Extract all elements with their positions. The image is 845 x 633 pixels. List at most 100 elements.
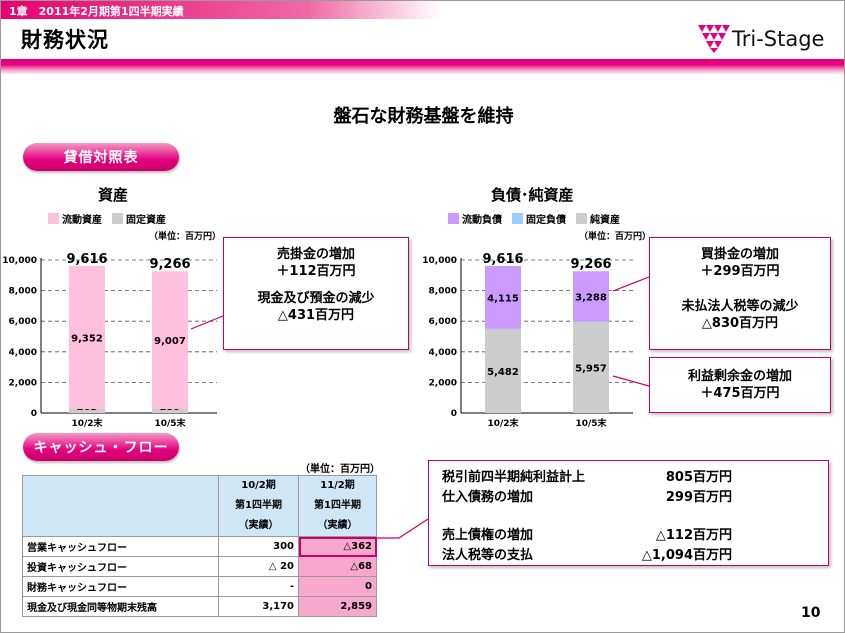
liabilities-callout-top: 買掛金の増加 ＋299百万円 未払法人税等の減少 △830百万円: [649, 237, 831, 350]
callout-line: 売掛金の増加: [276, 247, 355, 262]
header-line: 第1四半期: [235, 500, 282, 511]
legend-item-current-assets: 流動資産: [48, 211, 102, 226]
row-value-prev: -: [218, 576, 299, 597]
row-value-current: 2,859: [298, 596, 377, 617]
page-title: 財務状況: [21, 28, 109, 52]
liabilities-chart-title: 負債･純資産: [491, 186, 574, 204]
headline: 盤石な財務基盤を維持: [333, 106, 514, 127]
legend-label: 固定資産: [126, 215, 166, 226]
table-row: 現金及び現金同等物期末残高 3,170 2,859: [22, 596, 377, 617]
table-header-prev: 10/2期 第1四半期 （実績）: [218, 475, 299, 537]
header-line: （実績）: [317, 520, 358, 531]
bar-segment: [573, 271, 609, 322]
row-value-current: 0: [298, 576, 377, 597]
row-value-current: △68: [298, 556, 377, 577]
callout-line: 買掛金の増加: [700, 247, 779, 262]
balance-sheet-label: 貸借対照表: [23, 143, 179, 171]
callout-line: 現金及び預金の減少: [257, 291, 375, 306]
cash-flow-unit-label: （単位：百万円）: [300, 464, 380, 475]
note-value: △1,094百万円: [641, 548, 732, 563]
assets-unit-label: （単位：百万円）: [149, 232, 222, 242]
total-label: 9,616: [482, 252, 523, 267]
bar-segment: [485, 265, 521, 329]
y-tick-label: 6,000: [9, 317, 37, 327]
callout-line: ＋112百万円: [276, 264, 356, 279]
y-tick-label: 10,000: [2, 256, 37, 266]
y-tick-label: 8,000: [429, 287, 457, 297]
data-label: 4,115: [487, 293, 519, 304]
header-line: 第1四半期: [314, 500, 361, 511]
y-tick-label: 6,000: [429, 317, 457, 327]
note-value: 805百万円: [665, 470, 732, 485]
header-line: 10/2期: [241, 480, 276, 491]
y-tick-label: 0: [31, 409, 37, 419]
callout-line: 利益剰余金の増加: [687, 369, 792, 384]
assets-callout: 売掛金の増加 ＋112百万円 現金及び預金の減少 △431百万円: [223, 237, 409, 350]
note-row: 法人税等の支払 △1,094百万円: [442, 544, 817, 563]
data-label: 9,352: [71, 333, 103, 344]
callout-line: ＋475百万円: [700, 386, 780, 401]
x-tick-label: 10/5末: [575, 417, 607, 429]
note-value: 299百万円: [665, 490, 732, 505]
liabilities-legend: 流動負債 固定負債 純資産: [448, 211, 630, 226]
total-label: 9,266: [570, 257, 611, 272]
page-number: 10: [801, 605, 821, 621]
row-value-prev: 3,170: [218, 596, 299, 617]
row-value-prev: 300: [218, 536, 299, 557]
bar-segment: [69, 265, 105, 409]
x-tick-label: 10/5末: [154, 417, 186, 429]
tri-stage-logo: Tri-Stage: [698, 23, 838, 55]
header-divider: [1, 59, 844, 75]
callout-line: △830百万円: [701, 316, 779, 331]
table-row: 財務キャッシュフロー - 0: [22, 576, 377, 597]
liabilities-unit-label: （単位：百万円）: [579, 232, 652, 242]
legend-swatch: [448, 213, 459, 224]
cash-flow-label: キャッシュ・フロー: [23, 433, 179, 461]
note-row: 売上債権の増加 △112百万円: [442, 524, 817, 543]
bar-segment: [69, 408, 105, 413]
table-header-current: 11/2期 第1四半期 （実績）: [298, 475, 377, 537]
x-tick-label: 10/2末: [71, 417, 103, 429]
row-value-prev: △ 20: [218, 556, 299, 577]
legend-item-fixed-liabilities: 固定負債: [512, 211, 566, 226]
data-label: 5,957: [575, 363, 607, 374]
row-value-current: △362: [298, 536, 377, 557]
triangle-logo-icon: [698, 25, 730, 53]
row-label: 投資キャッシュフロー: [22, 556, 219, 577]
liabilities-bar-chart: 02,0004,0006,0008,00010,0005,482184,1159…: [422, 252, 633, 429]
y-tick-label: 2,000: [429, 378, 457, 388]
legend-label: 流動資産: [62, 215, 102, 226]
row-label: 営業キャッシュフロー: [22, 536, 219, 557]
table-header-row: 10/2期 第1四半期 （実績） 11/2期 第1四半期 （実績）: [22, 475, 377, 537]
legend-item-fixed-assets: 固定資産: [112, 211, 166, 226]
bar-segment: [485, 329, 521, 413]
legend-item-current-liabilities: 流動負債: [448, 211, 502, 226]
y-tick-label: 2,000: [9, 378, 37, 388]
note-row: 仕入債務の増加 299百万円: [442, 486, 817, 505]
note-value: △112百万円: [655, 528, 732, 543]
assets-chart-title: 資産: [98, 186, 129, 204]
bar-segment: [152, 409, 188, 413]
table-header-blank: [22, 475, 219, 537]
liabilities-callout-bottom: 利益剰余金の増加 ＋475百万円: [649, 357, 831, 413]
cash-flow-connector: [377, 518, 429, 539]
table-row: 営業キャッシュフロー 300 △362: [22, 536, 377, 557]
note-label: 法人税等の支払: [442, 548, 534, 563]
assets-legend: 流動資産 固定資産: [48, 211, 176, 226]
row-label: 現金及び現金同等物期末残高: [22, 596, 219, 617]
y-tick-label: 8,000: [9, 287, 37, 297]
data-label: 5,482: [487, 367, 519, 378]
bar-segment: [152, 271, 188, 410]
data-label: 9,007: [154, 336, 186, 347]
header-line: 11/2期: [320, 480, 355, 491]
legend-label: 固定負債: [526, 215, 566, 226]
y-tick-label: 4,000: [429, 348, 457, 358]
callout-line: ＋299百万円: [700, 264, 780, 279]
legend-label: 流動負債: [462, 215, 502, 226]
callout-line: 未払法人税等の減少: [681, 299, 799, 314]
logo-text: Tri-Stage: [732, 27, 825, 51]
legend-swatch: [48, 213, 59, 224]
x-tick-label: 10/2末: [487, 417, 519, 429]
chapter-label: 1章 2011年2月期第1四半期実績: [9, 5, 184, 18]
y-tick-label: 0: [451, 409, 457, 419]
